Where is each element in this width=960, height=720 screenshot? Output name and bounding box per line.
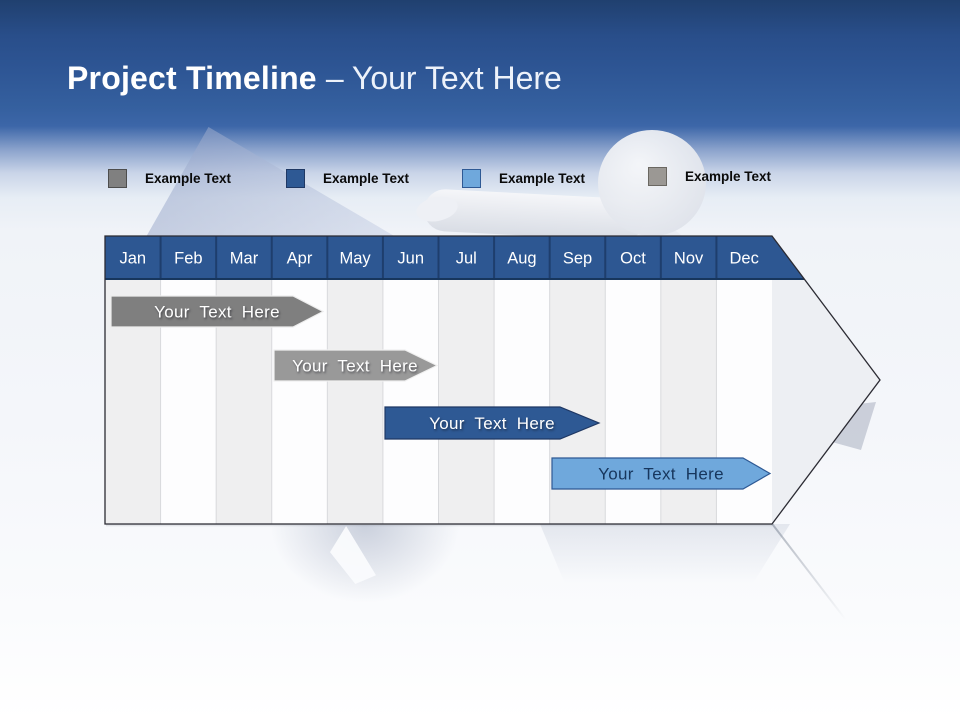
legend-label: Example Text: [499, 171, 586, 186]
slide-title-main: Project Timeline: [67, 60, 317, 96]
gantt-bar-4-label: Your Text Here: [598, 465, 724, 484]
month-label: Jun: [397, 250, 424, 268]
legend-label: Example Text: [145, 171, 232, 186]
legend-swatch-dark-blue: [286, 169, 305, 188]
legend-label: Example Text: [685, 169, 772, 184]
slide-title: Project Timeline– Your Text Here: [67, 60, 562, 97]
legend-swatch-gray: [108, 169, 127, 188]
month-label: Nov: [674, 250, 704, 268]
month-label: Jul: [456, 250, 477, 268]
month-label: Dec: [730, 250, 759, 268]
gantt-bar-3: [384, 406, 601, 440]
month-label: Apr: [287, 250, 313, 268]
arrow-tip-fill: [772, 279, 880, 524]
chart-reflection-icon: [540, 524, 790, 584]
month-labels: Jan Feb Mar Apr May Jun Jul Aug Sep Oct …: [119, 250, 758, 268]
gantt-bar-3-label: Your Text Here: [429, 414, 555, 433]
month-label: Sep: [563, 250, 592, 268]
chart-drop-shadow: [106, 523, 772, 527]
gantt-bar-2-label: Your Text Here: [292, 357, 418, 376]
legend-swatch-warm-gray: [648, 167, 667, 186]
legend-label: Example Text: [323, 171, 410, 186]
legend-swatch-light-blue: [462, 169, 481, 188]
month-header-separators: [159, 236, 718, 279]
gantt-bar-2: [273, 349, 439, 382]
legend-item: Example Text: [286, 169, 409, 188]
month-label: Oct: [620, 250, 646, 268]
timeline-gantt-chart: Jan Feb Mar Apr May Jun Jul Aug Sep Oct …: [104, 235, 881, 525]
slide-title-sub: – Your Text Here: [325, 60, 562, 96]
month-label: Mar: [230, 250, 259, 268]
gantt-bar-1-label: Your Text Here: [154, 303, 280, 322]
arrow-outline: [104, 235, 881, 525]
legend-item: Example Text: [462, 169, 585, 188]
legend-item: Example Text: [648, 167, 771, 186]
arrow-edge-reflection-icon: [771, 522, 847, 621]
gantt-bar-4: [551, 457, 772, 490]
month-label: Aug: [507, 250, 536, 268]
month-label: May: [340, 250, 372, 268]
legend-item: Example Text: [108, 169, 231, 188]
month-label: Jan: [119, 250, 146, 268]
month-label: Feb: [174, 250, 202, 268]
gantt-bar-1: [110, 295, 325, 328]
